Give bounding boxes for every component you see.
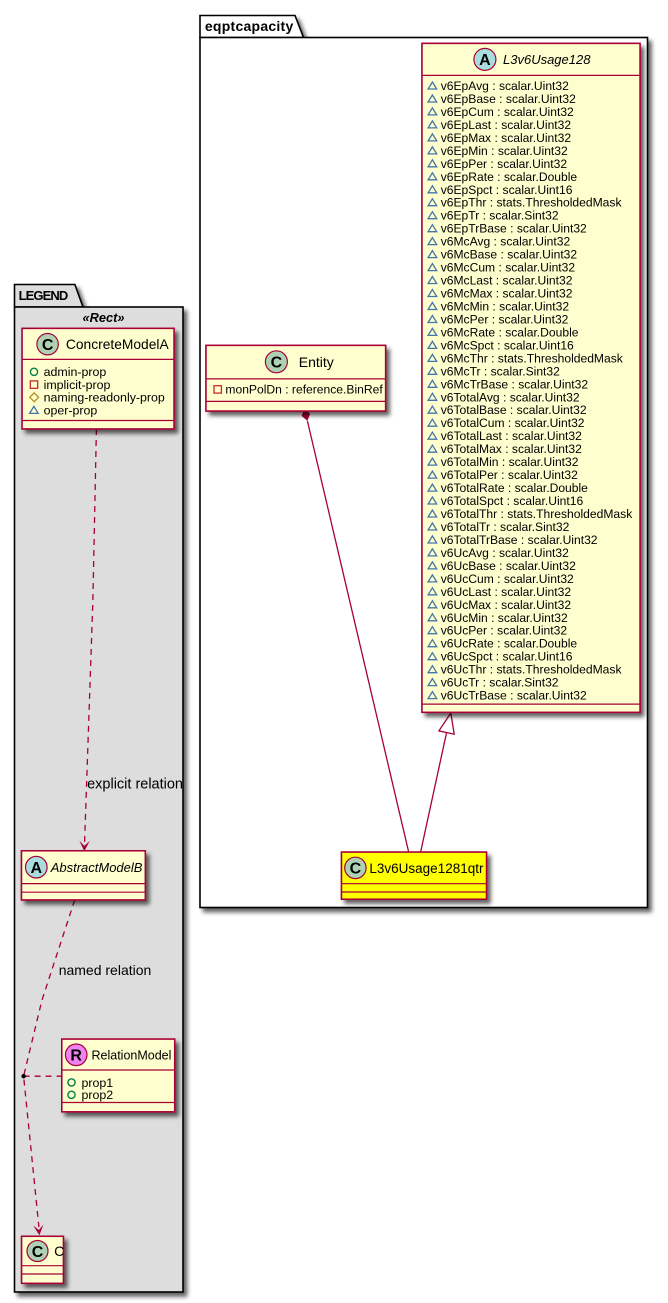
svg-text:v6EpThr : stats.ThresholdedMas: v6EpThr : stats.ThresholdedMask bbox=[441, 196, 623, 210]
svg-text:v6EpAvg : scalar.Uint32: v6EpAvg : scalar.Uint32 bbox=[441, 79, 569, 93]
svg-text:v6McCum : scalar.Uint32: v6McCum : scalar.Uint32 bbox=[441, 261, 576, 275]
svg-text:naming-readonly-prop: naming-readonly-prop bbox=[44, 391, 165, 405]
svg-text:named relation: named relation bbox=[59, 962, 152, 978]
svg-text:C: C bbox=[42, 337, 54, 354]
svg-text:RelationModel: RelationModel bbox=[92, 1048, 172, 1062]
svg-text:v6McPer : scalar.Uint32: v6McPer : scalar.Uint32 bbox=[441, 313, 569, 327]
svg-text:v6McTr : scalar.Sint32: v6McTr : scalar.Sint32 bbox=[441, 364, 560, 378]
svg-text:v6UcSpct : scalar.Uint16: v6UcSpct : scalar.Uint16 bbox=[441, 650, 573, 664]
svg-text:v6McLast : scalar.Uint32: v6McLast : scalar.Uint32 bbox=[441, 274, 573, 288]
svg-text:eqptcapacity: eqptcapacity bbox=[205, 18, 294, 34]
svg-text:v6TotalTrBase : scalar.Uint32: v6TotalTrBase : scalar.Uint32 bbox=[441, 533, 598, 547]
svg-text:Entity: Entity bbox=[299, 354, 334, 370]
svg-text:v6McTrBase : scalar.Uint32: v6McTrBase : scalar.Uint32 bbox=[441, 377, 589, 391]
svg-text:v6EpBase : scalar.Uint32: v6EpBase : scalar.Uint32 bbox=[441, 92, 576, 106]
svg-text:v6TotalTr : scalar.Sint32: v6TotalTr : scalar.Sint32 bbox=[441, 520, 570, 534]
svg-text:v6UcBase : scalar.Uint32: v6UcBase : scalar.Uint32 bbox=[441, 559, 576, 573]
svg-text:v6TotalSpct : scalar.Uint16: v6TotalSpct : scalar.Uint16 bbox=[441, 494, 584, 508]
svg-text:monPolDn : reference.BinRef: monPolDn : reference.BinRef bbox=[225, 383, 383, 397]
svg-text:v6TotalMax : scalar.Uint32: v6TotalMax : scalar.Uint32 bbox=[441, 442, 582, 456]
svg-text:C: C bbox=[32, 1244, 44, 1261]
svg-text:A: A bbox=[479, 52, 491, 69]
svg-text:v6UcRate : scalar.Double: v6UcRate : scalar.Double bbox=[441, 637, 578, 651]
svg-text:L3v6Usage1281qtr: L3v6Usage1281qtr bbox=[369, 861, 484, 876]
svg-text:C: C bbox=[54, 1243, 64, 1259]
svg-text:v6McSpct : scalar.Uint16: v6McSpct : scalar.Uint16 bbox=[441, 338, 574, 352]
svg-text:R: R bbox=[70, 1048, 82, 1065]
svg-text:explicit relation: explicit relation bbox=[87, 776, 183, 792]
svg-text:v6EpLast : scalar.Uint32: v6EpLast : scalar.Uint32 bbox=[441, 118, 572, 132]
svg-text:v6UcAvg : scalar.Uint32: v6UcAvg : scalar.Uint32 bbox=[441, 546, 569, 560]
svg-text:v6TotalLast : scalar.Uint32: v6TotalLast : scalar.Uint32 bbox=[441, 429, 582, 443]
svg-text:v6UcCum : scalar.Uint32: v6UcCum : scalar.Uint32 bbox=[441, 572, 574, 586]
svg-text:v6EpSpct : scalar.Uint16: v6EpSpct : scalar.Uint16 bbox=[441, 183, 573, 197]
svg-text:v6EpMin : scalar.Uint32: v6EpMin : scalar.Uint32 bbox=[441, 144, 568, 158]
svg-text:v6McBase : scalar.Uint32: v6McBase : scalar.Uint32 bbox=[441, 248, 578, 262]
svg-text:AbstractModelB: AbstractModelB bbox=[50, 860, 143, 875]
svg-text:v6TotalBase : scalar.Uint32: v6TotalBase : scalar.Uint32 bbox=[441, 403, 587, 417]
svg-text:v6McAvg : scalar.Uint32: v6McAvg : scalar.Uint32 bbox=[441, 235, 571, 249]
svg-text:v6EpTr : scalar.Sint32: v6EpTr : scalar.Sint32 bbox=[441, 209, 559, 223]
svg-text:v6UcMax : scalar.Uint32: v6UcMax : scalar.Uint32 bbox=[441, 598, 572, 612]
svg-text:v6UcThr : stats.ThresholdedMas: v6UcThr : stats.ThresholdedMask bbox=[441, 663, 623, 677]
svg-text:v6UcTr : scalar.Sint32: v6UcTr : scalar.Sint32 bbox=[441, 676, 559, 690]
svg-text:v6McMin : scalar.Uint32: v6McMin : scalar.Uint32 bbox=[441, 300, 570, 314]
svg-text:LEGEND: LEGEND bbox=[19, 288, 68, 303]
svg-text:v6EpPer : scalar.Uint32: v6EpPer : scalar.Uint32 bbox=[441, 157, 568, 171]
svg-text:implicit-prop: implicit-prop bbox=[44, 378, 111, 392]
svg-text:«Rect»: «Rect» bbox=[83, 310, 125, 325]
svg-text:oper-prop: oper-prop bbox=[44, 404, 98, 418]
svg-text:C: C bbox=[271, 355, 283, 372]
svg-text:ConcreteModelA: ConcreteModelA bbox=[66, 337, 170, 352]
svg-text:v6EpRate : scalar.Double: v6EpRate : scalar.Double bbox=[441, 170, 578, 184]
svg-text:v6TotalAvg : scalar.Uint32: v6TotalAvg : scalar.Uint32 bbox=[441, 390, 580, 404]
svg-text:v6TotalThr : stats.Thresholded: v6TotalThr : stats.ThresholdedMask bbox=[441, 507, 634, 521]
svg-text:C: C bbox=[350, 861, 362, 878]
svg-text:v6UcMin : scalar.Uint32: v6UcMin : scalar.Uint32 bbox=[441, 611, 568, 625]
svg-text:prop2: prop2 bbox=[82, 1088, 114, 1102]
svg-text:admin-prop: admin-prop bbox=[44, 365, 107, 379]
svg-text:v6TotalPer : scalar.Uint32: v6TotalPer : scalar.Uint32 bbox=[441, 468, 578, 482]
svg-text:v6EpCum : scalar.Uint32: v6EpCum : scalar.Uint32 bbox=[441, 105, 574, 119]
svg-text:v6EpTrBase : scalar.Uint32: v6EpTrBase : scalar.Uint32 bbox=[441, 222, 587, 236]
svg-text:v6McRate : scalar.Double: v6McRate : scalar.Double bbox=[441, 325, 579, 339]
svg-text:v6UcPer : scalar.Uint32: v6UcPer : scalar.Uint32 bbox=[441, 624, 568, 638]
svg-text:v6TotalRate : scalar.Double: v6TotalRate : scalar.Double bbox=[441, 481, 588, 495]
svg-text:A: A bbox=[31, 860, 43, 877]
svg-text:v6TotalMin : scalar.Uint32: v6TotalMin : scalar.Uint32 bbox=[441, 455, 579, 469]
svg-text:v6UcTrBase : scalar.Uint32: v6UcTrBase : scalar.Uint32 bbox=[441, 689, 587, 703]
svg-text:v6TotalCum : scalar.Uint32: v6TotalCum : scalar.Uint32 bbox=[441, 416, 585, 430]
svg-text:prop1: prop1 bbox=[82, 1076, 114, 1090]
svg-text:v6McThr : stats.ThresholdedMas: v6McThr : stats.ThresholdedMask bbox=[441, 351, 624, 365]
svg-text:v6McMax : scalar.Uint32: v6McMax : scalar.Uint32 bbox=[441, 287, 573, 301]
svg-text:L3v6Usage128: L3v6Usage128 bbox=[503, 52, 591, 67]
svg-text:v6UcLast : scalar.Uint32: v6UcLast : scalar.Uint32 bbox=[441, 585, 572, 599]
svg-text:v6EpMax : scalar.Uint32: v6EpMax : scalar.Uint32 bbox=[441, 131, 572, 145]
